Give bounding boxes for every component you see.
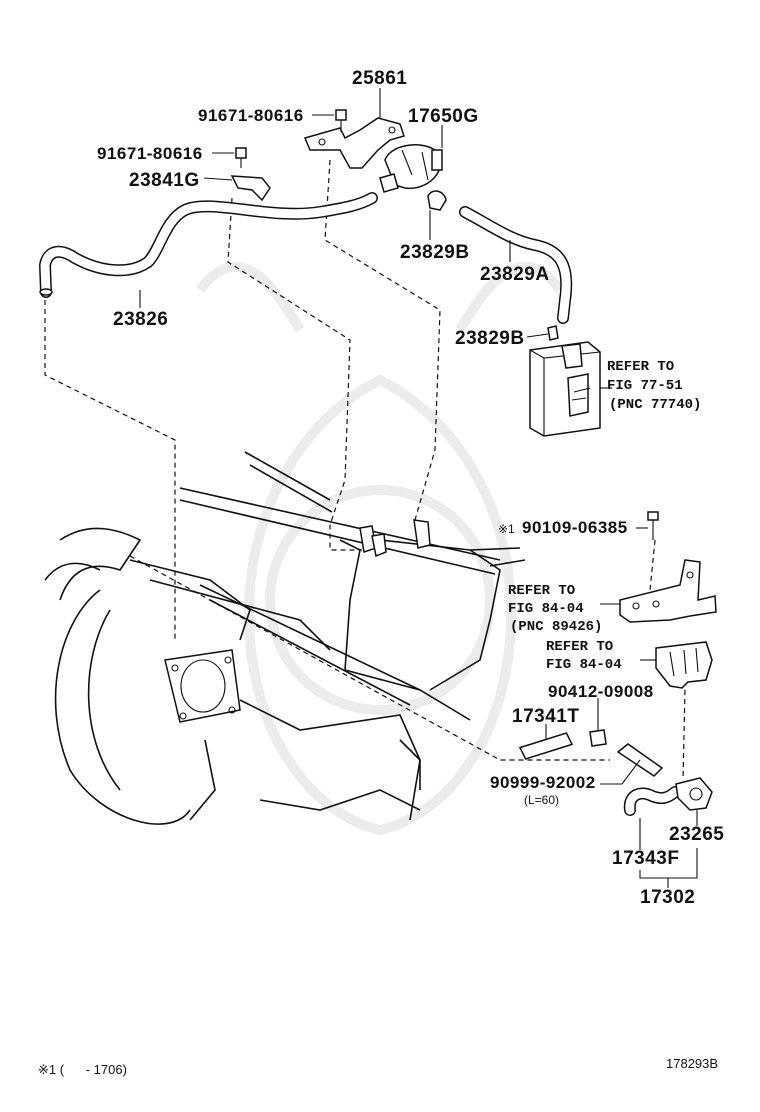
label-23829a: 23829A [480,264,550,285]
label-90109-06385: 90109-06385 [522,518,628,537]
label-23265: 23265 [669,824,724,845]
label-90412-09008: 90412-09008 [548,682,654,701]
ref-1-line1: REFER TO [607,359,674,375]
label-17650g: 17650G [408,106,479,127]
label-23829b-top: 23829B [400,242,470,263]
label-17341t: 17341T [512,706,579,727]
label-17302: 17302 [640,887,695,908]
ref-2-line2: FIG 84-04 [508,601,584,617]
note-mark-1: ※1 [498,522,515,536]
watermark-emblem [196,261,564,836]
charcoal-canister [529,341,601,437]
ref-3-line2: FIG 84-04 [546,657,622,673]
bolt-91671-left [235,147,247,168]
hose-17341t [518,732,574,760]
vsv-17650g [379,144,443,193]
footnote: ※1 ( - 1706) [38,1062,127,1077]
label-23829b-bottom: 23829B [455,328,525,349]
ref-2-line1: REFER TO [508,583,575,599]
clip-23829b-bottom [547,325,559,341]
bolt-90109 [647,511,659,540]
sensor-bracket [619,559,717,623]
clamp-23841g [230,175,271,202]
ref-1-line3: (PNC 77740) [609,397,701,413]
bracket-25861 [303,117,405,169]
vsv-23265 [675,777,713,811]
leader-lines [44,159,686,781]
label-25861: 25861 [352,68,407,89]
ref-1-line2: FIG 77-51 [607,378,683,394]
hose-23829a [459,206,573,324]
bolt-91671-top [335,109,347,132]
label-length-60: (L=60) [524,793,559,807]
intake-manifold [44,451,526,825]
vacuum-sensor [655,641,713,689]
label-91671-80616-top: 91671-80616 [198,106,304,125]
label-23826: 23826 [113,309,168,330]
clip-23829b-top [427,190,447,211]
label-90999-92002: 90999-92002 [490,773,596,792]
hose-17343f [623,786,681,816]
part-labels: 25861 91671-80616 17650G 91671-80616 238… [97,68,724,908]
tee-90412 [589,712,607,747]
figure-id: 178293B [666,1056,718,1071]
label-leaders [139,88,698,888]
label-23841g: 23841G [129,170,200,191]
footer: ※1 ( - 1706) 178293B [38,1056,718,1077]
hose-23826 [39,192,378,298]
ref-2-line3: (PNC 89426) [510,619,602,635]
label-17343f: 17343F [612,848,679,869]
label-91671-80616-left: 91671-80616 [97,144,203,163]
reference-callouts: REFER TO FIG 77-51 (PNC 77740) REFER TO … [508,359,701,673]
ref-3-line1: REFER TO [546,639,613,655]
